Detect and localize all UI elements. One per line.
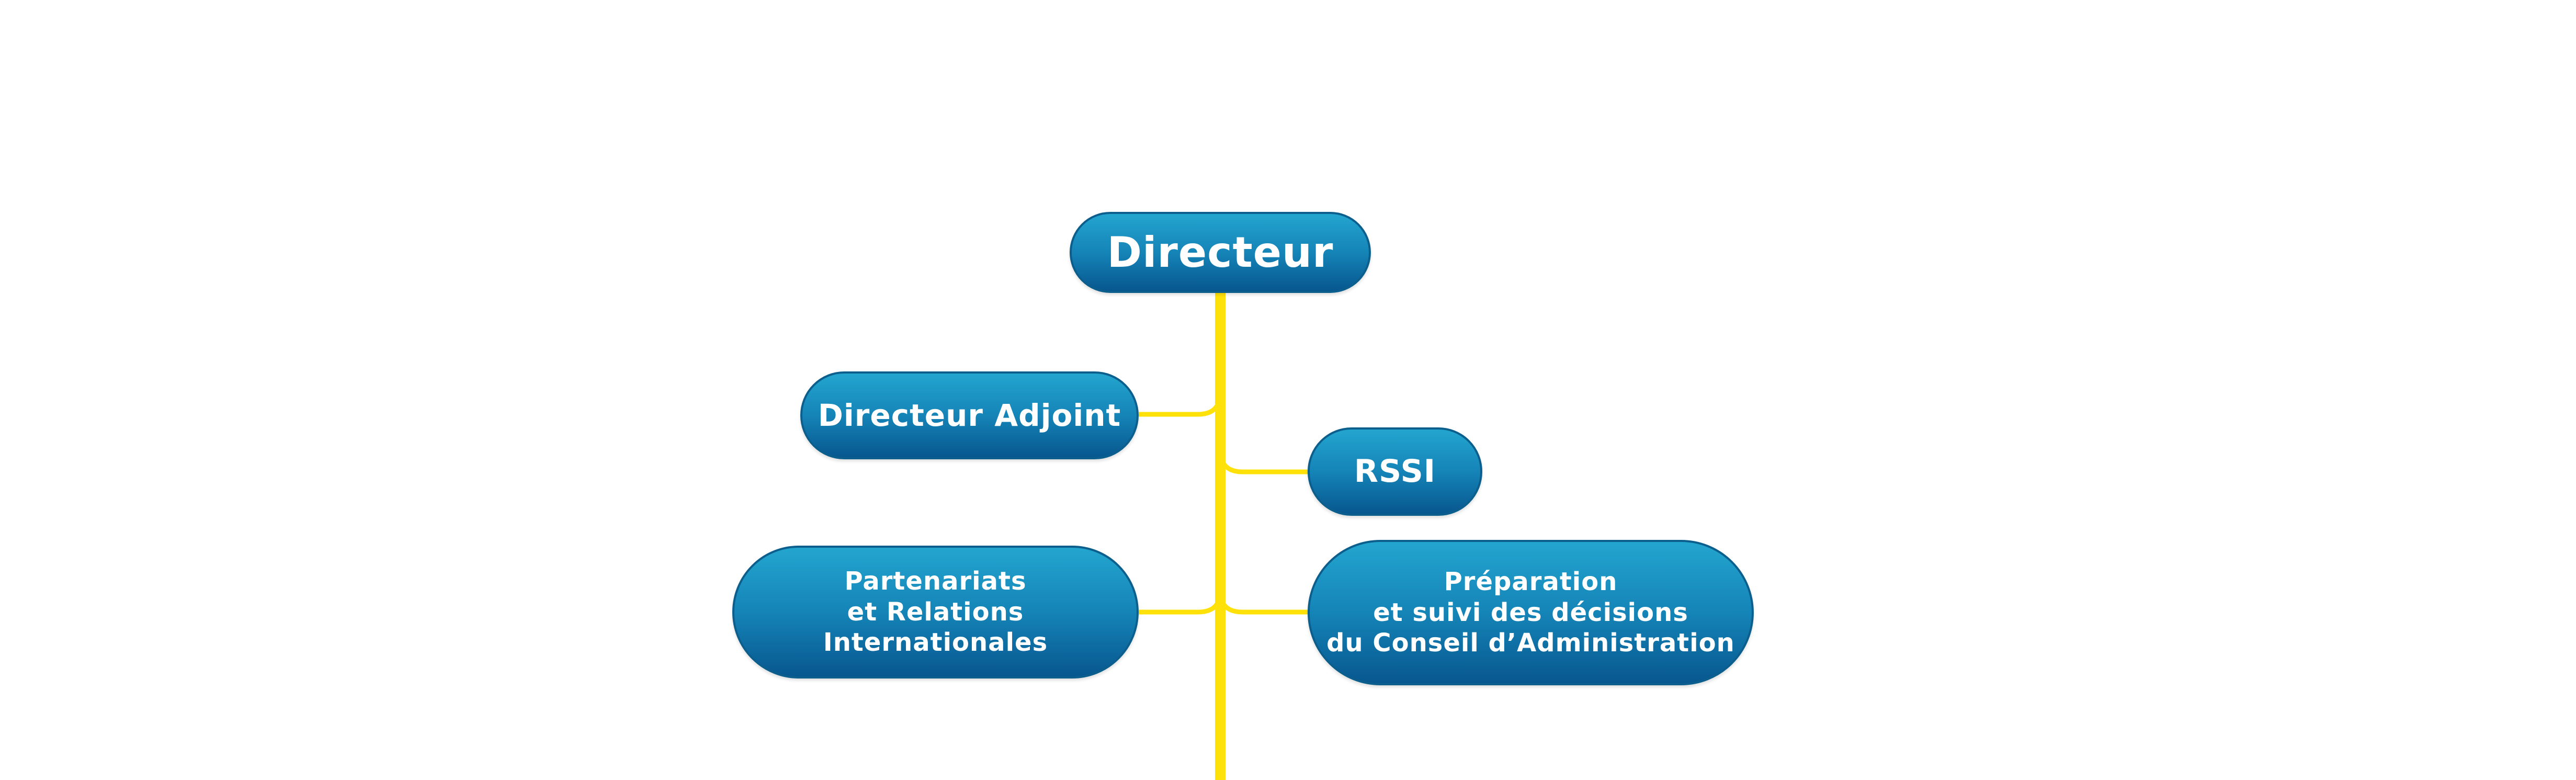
node-partenariats-relations-internationales[interactable]: Partenariats et Relations Internationale… — [732, 546, 1139, 679]
branch-rssi — [1218, 449, 1309, 474]
node-preparation-suivi-decisions[interactable]: Préparation et suivi des décisions du Co… — [1308, 540, 1754, 685]
node-directeur[interactable]: Directeur — [1070, 212, 1371, 293]
node-rssi[interactable]: RSSI — [1308, 427, 1482, 516]
node-directeur-adjoint[interactable]: Directeur Adjoint — [800, 371, 1139, 459]
branch-adjoint — [1139, 392, 1223, 417]
branch-preparation — [1218, 591, 1309, 615]
branch-partenariats — [1139, 591, 1223, 615]
